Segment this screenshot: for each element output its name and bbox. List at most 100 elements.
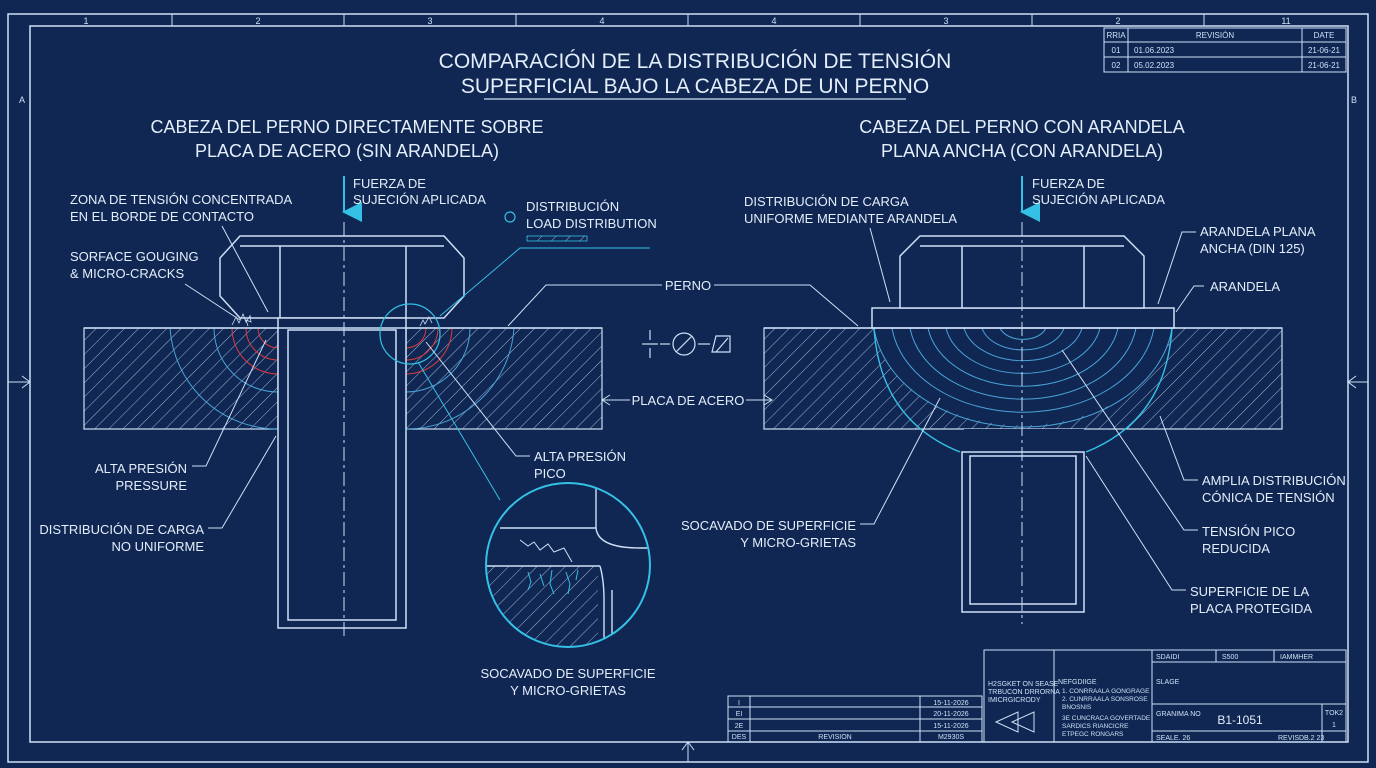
washer-label-1: ARANDELA PLANA xyxy=(1200,224,1316,239)
distribution-leader xyxy=(439,247,650,317)
washer-leader xyxy=(1157,231,1196,305)
amplia-label-1: AMPLIA DISTRIBUCIÓN xyxy=(1202,473,1346,488)
tb-header: IAMMHER xyxy=(1280,654,1313,661)
small-rev-cell: EI xyxy=(736,711,743,718)
right-socavado-label-2: Y MICRO-GRIETAS xyxy=(740,535,856,550)
peak-pressure-label-1: ALTA PRESIÓN xyxy=(534,449,626,464)
small-rev-cell: I xyxy=(738,700,740,707)
peak-pressure-label-2: PICO xyxy=(534,466,566,481)
zone-number: 11 xyxy=(1281,16,1290,26)
rev-cell: 05.02.2023 xyxy=(1134,61,1175,70)
small-rev-footer: REVISION xyxy=(818,734,851,741)
tb-box2-item: 3E CUNCRACA GOVERTADE xyxy=(1062,715,1151,722)
right-heading-line2: PLANA ANCHA (CON ARANDELA) xyxy=(881,141,1163,161)
detail-label-2: Y MICRO-GRIETAS xyxy=(510,683,626,698)
rev-cell: 02 xyxy=(1112,61,1121,70)
tb-box2-item: SARDICS RIANCICRE xyxy=(1062,723,1129,730)
drawing-number: B1-1051 xyxy=(1217,713,1263,727)
right-bolt-shank xyxy=(961,451,1085,613)
plate-label: PLACA DE ACERO xyxy=(632,393,745,408)
zone-number: 4 xyxy=(599,16,604,26)
alta-pressure-leader xyxy=(192,339,267,467)
small-rev-cell: 2E xyxy=(735,723,744,730)
zone-number: 3 xyxy=(943,16,948,26)
distribution-label-1: DISTRIBUCIÓN xyxy=(526,199,619,214)
right-socavado-leader xyxy=(860,397,941,525)
rev-cell: 01 xyxy=(1112,46,1121,55)
tb-slage: SLAGE xyxy=(1156,679,1180,686)
zone-number: 2 xyxy=(255,16,260,26)
arandela-leader xyxy=(1175,285,1204,313)
tb-box2-item: 1. CONRRAALA GONGRAGE xyxy=(1062,688,1150,695)
main-title-line2: SUPERFICIAL BAJO LA CABEZA DE UN PERNO xyxy=(461,75,929,98)
small-rev-cell: 15-11-2026 xyxy=(933,700,968,707)
small-rev-footer: DES xyxy=(732,734,747,741)
tb-scale: SEALE. 26 xyxy=(1156,735,1190,742)
uniform-leader xyxy=(869,227,891,303)
uniform-label-2: UNIFORME MEDIANTE ARANDELA xyxy=(744,211,957,226)
protected-leader xyxy=(1085,455,1186,591)
peak-pressure-leader xyxy=(425,341,530,457)
tb-box1-line: H2SGKET ON SEASE xyxy=(988,681,1059,688)
tb-box2-item: BNOSNIS xyxy=(1062,704,1092,711)
tb-tok-label: TOK2 xyxy=(1325,710,1343,717)
small-rev-cell: 15-11-2026 xyxy=(933,723,968,730)
tb-revisdb: REVISDB.2 23 xyxy=(1278,735,1324,742)
tb-box1-line: TRBUCON DRRORNA xyxy=(988,689,1060,696)
tb-box2-item: ETPEGC RONGARS xyxy=(1062,731,1124,738)
amplia-label-2: CÓNICA DE TENSIÓN xyxy=(1202,490,1335,505)
left-heading-line1: CABEZA DEL PERNO DIRECTAMENTE SOBRE xyxy=(150,117,543,137)
left-bolt-shank xyxy=(277,317,407,629)
title-block xyxy=(983,649,1347,743)
distribution-swatch xyxy=(526,235,588,242)
projection-symbol-icon xyxy=(994,711,1035,733)
tb-header: SDAIDI xyxy=(1156,654,1179,661)
gouge-label-1: SORFACE GOUGING xyxy=(70,249,199,264)
main-title-line1: COMPARACIÓN DE LA DISTRIBUCIÓN DE TENSIÓ… xyxy=(439,50,952,73)
inner-border xyxy=(29,25,1349,743)
small-revision-table xyxy=(727,695,983,743)
alta-pressure-label-2: PRESSURE xyxy=(115,478,187,493)
zone-label-1: ZONA DE TENSIÓN CONCENTRADA xyxy=(70,192,293,207)
zone-ticks xyxy=(171,14,1205,26)
zone-letter-right: B xyxy=(1351,95,1357,105)
distribution-label-2: LOAD DISTRIBUTION xyxy=(526,216,657,231)
centering-marks xyxy=(8,375,1368,762)
left-bolt-head xyxy=(219,235,465,319)
nonuniform-label-1: DISTRIBUCIÓN DE CARGA xyxy=(39,522,204,537)
washer-label-2: ANCHA (DIN 125) xyxy=(1200,241,1305,256)
left-stress-concentration xyxy=(169,327,515,430)
tb-header: S500 xyxy=(1222,654,1238,661)
right-force-label-1: FUERZA DE xyxy=(1032,176,1105,191)
protected-label-2: PLACA PROTEGIDA xyxy=(1190,601,1312,616)
arandela-label: ARANDELA xyxy=(1210,279,1280,294)
protected-label-1: SUPERFICIE DE LA xyxy=(1190,584,1310,599)
perno-leader-right xyxy=(714,284,859,327)
right-conical-distribution xyxy=(873,327,1173,453)
rev-cell: 01.06.2023 xyxy=(1134,46,1175,55)
detail-label-1: SOCAVADO DE SUPERFICIE xyxy=(480,666,655,681)
small-rev-cell: 20-11-2026 xyxy=(933,711,968,718)
zone-number: 3 xyxy=(427,16,432,26)
gouge-label-2: & MICRO-CRACKS xyxy=(70,266,184,281)
left-steel-plate xyxy=(83,327,603,430)
rev-header: RRIA xyxy=(1106,31,1126,40)
perno-leader-left xyxy=(507,284,662,327)
left-micro-cracks xyxy=(231,312,433,327)
perno-label: PERNO xyxy=(665,278,711,293)
washer xyxy=(871,307,1175,329)
right-socavado-label-1: SOCAVADO DE SUPERFICIE xyxy=(681,518,856,533)
rev-header: DATE xyxy=(1314,31,1335,40)
zone-label-2: EN EL BORDE DE CONTACTO xyxy=(70,209,254,224)
right-force-label-2: SUJECIÓN APLICADA xyxy=(1032,192,1165,207)
reduced-label-1: TENSIÓN PICO xyxy=(1202,524,1295,539)
reduced-leader xyxy=(1061,349,1198,531)
alta-pressure-label-1: ALTA PRESIÓN xyxy=(95,461,187,476)
zone-leader xyxy=(221,225,269,313)
tb-granima-label: GRANIMA NO xyxy=(1156,711,1201,718)
small-rev-footer: M2930S xyxy=(938,734,964,741)
detail-connector xyxy=(417,361,501,501)
nonuniform-label-2: NO UNIFORME xyxy=(112,539,205,554)
rev-cell: 21-06-21 xyxy=(1308,61,1341,70)
